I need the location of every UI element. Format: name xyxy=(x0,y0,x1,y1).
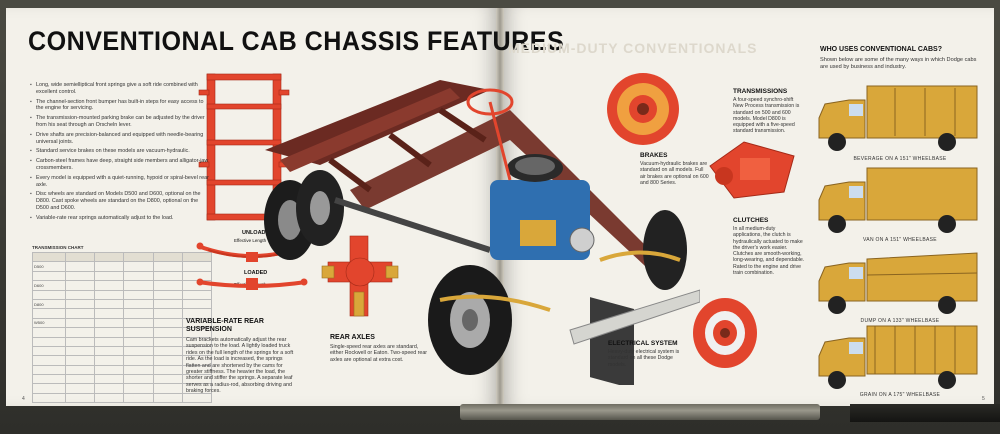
truck-caption: VAN ON A 151" WHEELBASE xyxy=(863,237,937,243)
truck-caption: GRAIN ON A 175" WHEELBASE xyxy=(859,392,941,398)
rear-axles-title: REAR AXLES xyxy=(330,334,375,341)
table-row: W500 xyxy=(32,317,213,329)
engine xyxy=(490,154,595,260)
ghost-title: MEDIUM-DUTY CONVENTIONALS xyxy=(508,40,758,56)
clutches-title: CLUTCHES xyxy=(733,217,769,224)
table-row: D800 xyxy=(32,298,213,310)
brakes-illustration xyxy=(607,73,679,145)
table-row xyxy=(32,251,213,263)
van-truck-illustration xyxy=(818,167,978,233)
table-row xyxy=(32,392,213,404)
feature-list: Long, wide semielliptical front springs … xyxy=(30,82,212,225)
feature-item: Long, wide semielliptical front springs … xyxy=(30,82,212,96)
table-row xyxy=(32,383,213,394)
table-cell: W500 xyxy=(32,317,66,329)
truck-caption: BEVERAGE ON A 151" WHEELBASE xyxy=(853,156,947,162)
rear-wheels xyxy=(264,170,344,260)
transmission-illustration xyxy=(709,141,795,199)
table-row xyxy=(32,327,213,338)
feature-item: Carbon-steel frames have deep, straight … xyxy=(30,158,212,172)
feature-item: Drive shafts are precision-balanced and … xyxy=(30,132,212,146)
brakes-text: Vacuum-hydraulic brakes are standard on … xyxy=(640,161,709,186)
beverage-truck-illustration xyxy=(818,85,978,151)
table-cell: D800 xyxy=(32,298,66,310)
loaded-label: LOADED xyxy=(244,270,268,276)
trucks-title: WHO USES CONVENTIONAL CABS? xyxy=(820,46,942,53)
table-row xyxy=(32,270,213,282)
clutch-illustration xyxy=(693,298,757,368)
pen-cap xyxy=(850,404,1000,422)
table-row xyxy=(32,364,213,376)
table-cell: D600 xyxy=(32,280,66,291)
feature-item: Standard service brakes on these models … xyxy=(30,148,212,155)
electrical-text: Heavy-duty electrical system is standard… xyxy=(608,349,680,368)
table-row xyxy=(32,336,213,347)
front-wheels xyxy=(428,210,687,375)
table-row: D600 xyxy=(32,280,213,291)
table-title: TRANSMISSION CHART xyxy=(32,245,84,250)
page-title: CONVENTIONAL CAB CHASSIS FEATURES xyxy=(28,26,565,56)
brakes-title: BRAKES xyxy=(640,152,668,159)
table-row xyxy=(32,355,213,366)
transmissions-text: A four-speed synchro-shift New Process t… xyxy=(733,97,800,135)
table-cell: D500 xyxy=(32,261,66,272)
spec-table: D500 D600 D800 W500 xyxy=(32,251,213,404)
pen xyxy=(460,404,820,420)
table-row xyxy=(32,345,213,357)
rear-axle-illustration xyxy=(321,235,399,317)
feature-item: The channel-section front bumper has bui… xyxy=(30,99,212,113)
unloaded-label: UNLOADED xyxy=(242,230,274,236)
loaded-spring-diagram xyxy=(196,278,308,290)
table-row xyxy=(32,374,213,385)
feature-item: The transmission-mounted parking brake c… xyxy=(30,115,212,129)
trucks-intro: Shown below are some of the many ways in… xyxy=(820,57,977,70)
table-row xyxy=(32,289,213,300)
page-number-left: 4 xyxy=(22,396,25,402)
unloaded-sublabel: Effective Length xyxy=(234,238,267,243)
rear-axles-text: Single-speed rear axles are standard, ei… xyxy=(330,344,428,363)
suspension-title: VARIABLE-RATE REAR SUSPENSION xyxy=(186,318,264,333)
transmissions-title: TRANSMISSIONS xyxy=(733,88,788,95)
feature-item: Variable-rate rear springs automatically… xyxy=(30,215,212,222)
clutches-text: In all medium-duty applications, the clu… xyxy=(733,226,805,277)
truck-caption: DUMP ON A 133" WHEELBASE xyxy=(860,318,940,324)
feature-item: Disc wheels are standard on Models D500 … xyxy=(30,191,212,211)
grain-truck-illustration xyxy=(818,325,978,389)
table-row: D500 xyxy=(32,261,213,272)
electrical-title: ELECTRICAL SYSTEM xyxy=(608,340,678,347)
table-row xyxy=(32,308,213,319)
dump-truck-illustration xyxy=(818,252,978,314)
feature-item: Every model is equipped with a quiet-run… xyxy=(30,175,212,189)
page-number-right: 5 xyxy=(982,396,985,402)
chassis-illustration xyxy=(264,80,700,385)
suspension-text: Cam brackets automatically adjust the re… xyxy=(186,337,294,395)
